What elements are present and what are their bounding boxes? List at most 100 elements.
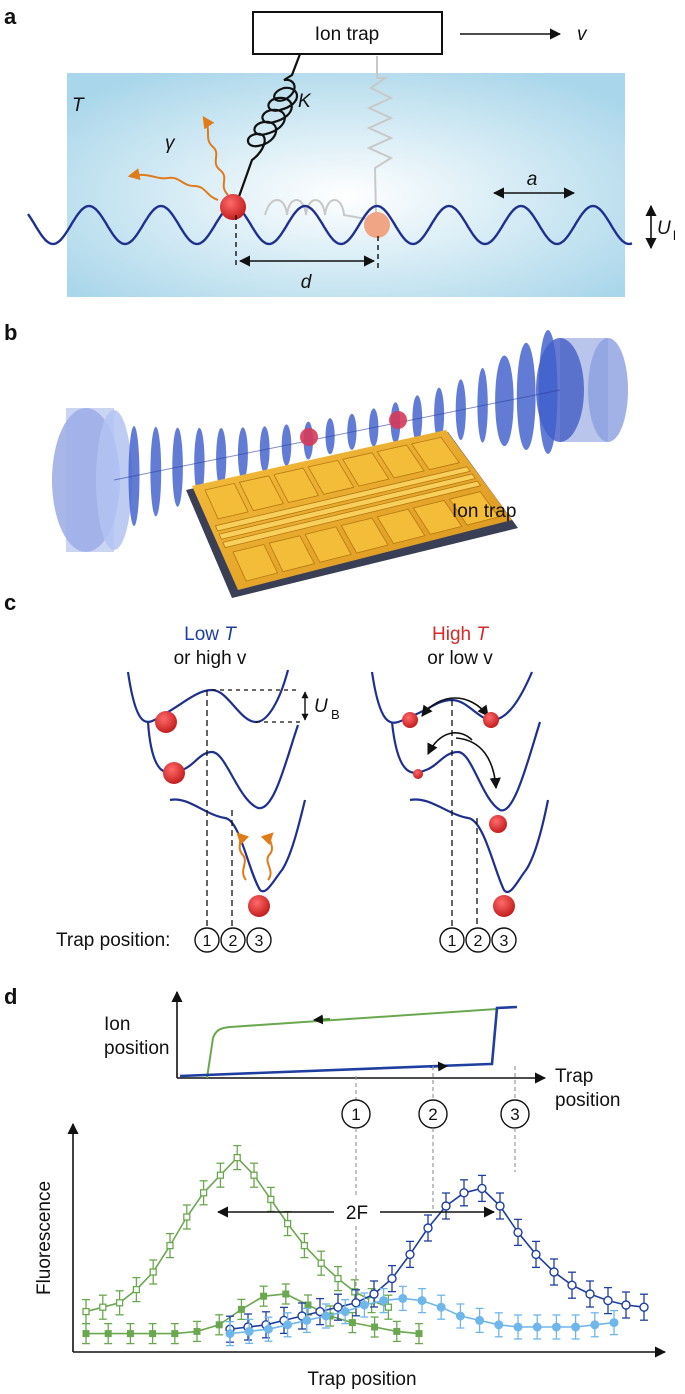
cavity-axis: [113, 389, 561, 481]
electrode-pad: [204, 482, 249, 520]
electrode-pad: [448, 491, 500, 526]
data-point: [513, 1322, 523, 1332]
data-point: [477, 1183, 487, 1194]
fluorescence-xlabel: Trap position: [307, 1369, 416, 1390]
data-point: [99, 1303, 107, 1311]
data-point: [441, 1201, 451, 1211]
temperature-label: T: [72, 95, 85, 116]
data-point: [260, 1292, 268, 1300]
data-point: [302, 1315, 312, 1325]
optical-lattice-medium: [67, 73, 625, 297]
right-ion-1b: [483, 712, 499, 728]
data-point: [166, 1241, 174, 1250]
hysteresis-backward: [206, 1008, 498, 1079]
electrode-pad: [232, 544, 279, 582]
data-point: [398, 1293, 408, 1303]
panel-a-letter: a: [4, 4, 17, 29]
data-point: [590, 1320, 600, 1330]
right-position-markers: 1 2 3: [439, 927, 517, 953]
ion-trap-label: Ion trap: [452, 501, 516, 522]
data-point: [531, 1249, 541, 1260]
data-point: [283, 1320, 293, 1330]
electrode-pad: [342, 452, 390, 487]
electrode-pad: [218, 473, 477, 540]
ion-red: [220, 194, 246, 220]
left-ion-3: [248, 895, 270, 917]
left-photon-2: [260, 832, 274, 881]
electrode-pad: [222, 480, 482, 549]
data-point: [171, 1330, 179, 1338]
right-hop-arrow-2b: [455, 737, 501, 790]
data-point: [149, 1330, 157, 1338]
data-point: [300, 1241, 309, 1250]
fluorescence-series: [82, 1144, 649, 1347]
data-point: [384, 1303, 393, 1311]
grey-vertical-spring: [366, 56, 394, 216]
data-point: [283, 1219, 292, 1228]
data-point: [549, 1267, 559, 1277]
lattice-depth-label: U: [657, 218, 671, 239]
data-point: [459, 1188, 469, 1198]
data-point: [315, 1306, 325, 1317]
d-marker-1: 1: [351, 1105, 360, 1124]
right-title-line1: High T: [432, 624, 489, 645]
data-point: [340, 1307, 350, 1317]
data-point: [216, 1171, 225, 1179]
top-ylabel-line2: position: [104, 1038, 170, 1059]
data-point: [351, 1288, 359, 1296]
data-point: [423, 1223, 433, 1233]
ion-trap-equilibrium: [364, 212, 390, 238]
data-point: [193, 1327, 201, 1335]
spring-k-label: K: [298, 91, 312, 112]
data-point: [417, 1296, 427, 1306]
data-point: [567, 1280, 577, 1290]
velocity-label: v: [577, 24, 588, 45]
right-ion-2b: [489, 815, 507, 833]
lattice-potential-wave: [27, 204, 633, 246]
data-point: [215, 1321, 223, 1329]
left-marker-2: 2: [229, 933, 238, 950]
data-point: [371, 1323, 379, 1331]
data-point: [405, 1249, 415, 1260]
data-point: [639, 1302, 649, 1312]
data-point: [267, 1195, 275, 1204]
data-point: [304, 1301, 312, 1309]
data-point: [334, 1274, 342, 1283]
data-point: [237, 1305, 245, 1313]
right-ion-2a: [413, 769, 423, 779]
data-point: [82, 1330, 90, 1338]
left-ion-2: [163, 762, 185, 784]
data-point: [321, 1311, 331, 1321]
right-hop-arrow-1: [421, 697, 489, 717]
data-point: [455, 1311, 465, 1321]
trap-position-label: Trap position:: [56, 930, 170, 951]
data-point: [393, 1327, 401, 1335]
lattice-spacing-label: a: [527, 169, 538, 190]
electrode-pad: [376, 508, 426, 545]
left-mirror: [52, 408, 132, 552]
electrode-pad: [304, 526, 352, 563]
photon-wave-1: [202, 116, 229, 196]
data-point: [348, 1319, 356, 1327]
right-marker-2: 2: [474, 933, 483, 950]
panel-b: b Ion trap: [4, 320, 628, 598]
grey-horizontal-spring: [264, 199, 373, 221]
left-potential-3: [169, 798, 307, 893]
top-xlabel-line2: position: [555, 1090, 621, 1111]
right-title-line2: or low v: [427, 648, 493, 669]
data-point: [333, 1302, 343, 1312]
right-hop-arrow-2a: [427, 732, 473, 756]
data-point: [132, 1285, 141, 1294]
right-marker-1: 1: [448, 933, 457, 950]
friction-label: 2F: [346, 1203, 368, 1224]
panel-d-letter: d: [4, 984, 17, 1009]
data-point: [609, 1318, 619, 1328]
panel-a: a Ion trap v T K γ d a U l: [4, 4, 676, 297]
data-point: [494, 1320, 504, 1330]
friction-label-bg: [334, 1198, 380, 1224]
d-marker-3: 3: [510, 1105, 519, 1124]
data-point: [225, 1329, 235, 1339]
data-point: [513, 1227, 523, 1238]
series-line: [86, 1293, 420, 1335]
top-ylabel-line1: Ion: [104, 1014, 130, 1035]
